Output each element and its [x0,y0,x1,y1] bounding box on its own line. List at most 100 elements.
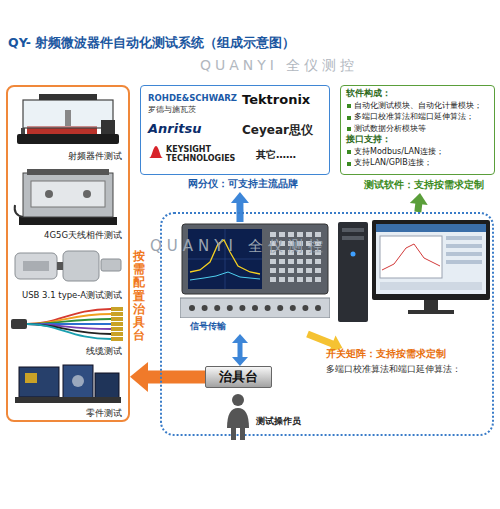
brand-logo: Tektronix [242,93,310,108]
illustration-part [279,268,285,273]
fixture-item: 零件测试 [9,361,127,419]
section-heading: 软件构成： [346,89,391,99]
box-heading: 网分仪：可支持主流品牌 [188,178,298,190]
brand-logo: 罗德与施瓦茨 [148,106,196,115]
illustration-part [65,110,71,126]
illustration-part [202,305,208,311]
illustration-part [288,232,294,237]
fixture-item: 线缆测试 [9,305,127,357]
illustration-part [288,268,294,273]
illustration-part [111,332,123,336]
illustration-part [23,173,113,217]
watermark: QUANYI 全仪测控 [200,57,358,73]
connector-arrow [410,193,428,212]
illustration-part [19,217,117,225]
arrow-shaft [146,370,205,383]
caption: 线缆测试 [86,347,122,357]
box-heading: 测试软件：支持按需求定制 [364,179,484,191]
illustration-part [232,394,244,406]
illustration-part [111,322,123,326]
illustration-part [277,305,283,311]
arrow-head [231,192,249,203]
illustration-part [25,373,37,383]
illustration-part [351,252,356,257]
bullet-text: 多端口校准算法和端口延伸算法； [354,112,474,121]
arrow-shaft [237,342,242,358]
illustration-part [240,428,245,440]
illustration-part [297,277,303,282]
illustration-part [342,228,364,232]
illustration-part [57,262,63,270]
fixture-item: USB 3.1 type-A测试测试 [9,245,127,301]
illustration-part [297,232,303,237]
illustration-part [315,259,321,264]
illustration-part [297,259,303,264]
illustration-part [382,244,440,270]
diagram-title: QY- 射频微波器件自动化测试系统（组成示意图） [8,36,295,50]
illustration-part [380,282,482,290]
illustration-part [83,190,91,198]
network-analyzer-picture [180,222,330,318]
bullet-text: 测试数据分析模块等 [354,124,426,133]
illustration-part [27,314,111,324]
illustration-part [31,181,105,207]
antenna-fixture-picture [9,165,127,227]
illustration-part [315,268,321,273]
illustration-part [372,220,490,300]
illustration-part [279,259,285,264]
illustration-part [279,232,285,237]
illustration-part [19,367,59,397]
keysight-icon [148,145,164,159]
vertical-heading: 按需配置治具台 [133,250,145,342]
illustration-part [27,319,111,324]
connector-arrow [232,334,248,366]
illustration-part [63,365,93,399]
illustration-part [446,252,482,256]
cable-picture [9,305,127,343]
fixture-item: 4G5G天线相件测试 [9,165,127,241]
illustration-part [23,261,49,271]
caption: 射频器件测试 [68,152,122,162]
bullet-square [347,162,351,166]
illustration-part [446,260,482,264]
illustration-part [315,305,321,311]
illustration-part [270,268,276,273]
illustration-part [11,319,27,329]
arrow-head [232,357,248,366]
illustration-part [270,232,276,237]
illustration-part [72,375,84,387]
arrow-head [130,362,148,392]
illustration-part [15,397,121,403]
illustration-part [446,244,482,248]
illustration-part [111,307,123,311]
illustration-part [111,312,123,316]
illustration-part [111,317,123,321]
illustration-part [446,236,482,240]
illustration-part [231,428,236,440]
illustration-part [252,305,258,311]
brand-logo: Anritsu [148,122,201,137]
illustration-part [190,272,260,280]
illustration-part [27,169,109,175]
illustration-part [182,224,328,294]
illustration-part [21,128,25,134]
illustration-part [288,277,294,282]
illustration-part [315,277,321,282]
fixture-item: 射频器件测试 [9,90,127,162]
bullet-square [347,150,351,154]
section-heading: 接口支持： [346,135,391,145]
illustration-part [239,305,245,311]
illustration-part [338,222,368,322]
illustration-part [189,305,195,311]
connector-arrow [231,192,249,222]
illustration-part [302,305,308,311]
brand-logo: 其它…… [256,149,296,161]
illustration-part [27,324,111,339]
arrow-shaft [308,334,334,344]
illustration-part [380,236,442,278]
illustration-part [27,309,111,324]
bullet-text: 支持LAN/GPIB连接； [354,158,432,167]
illustration-part [315,232,321,237]
bullet-square [347,127,351,131]
illustration-part [376,224,486,294]
